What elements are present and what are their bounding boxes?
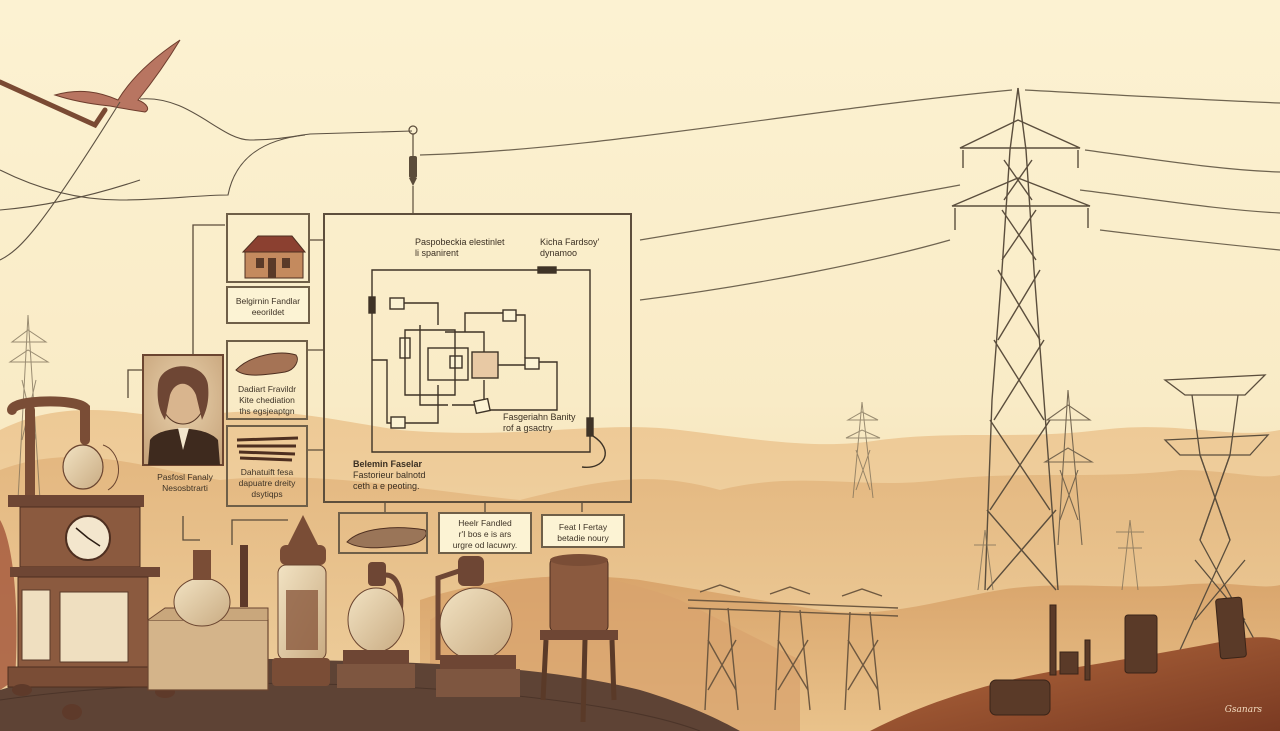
trestle-bridge	[687, 584, 899, 711]
house-caption: Belgirnin Fandlar eeorildet	[235, 296, 301, 317]
power-lines	[419, 89, 1280, 301]
bulb-lamp-1	[337, 562, 415, 688]
right-ground	[870, 637, 1280, 731]
specimen-drawing	[346, 527, 427, 549]
house-card	[226, 213, 310, 283]
tall-lamp-jar	[272, 515, 330, 686]
clock-apparatus	[7, 396, 179, 720]
circuit-diagram	[368, 266, 606, 468]
left-shrubs	[0, 520, 17, 690]
diagram-inner-label: Fasgeriahn Banity rof a gsactry	[503, 412, 576, 433]
transmission-tower-main	[951, 87, 1091, 591]
note-card-1: Heelr Fandled r'I bos e is ars urgre od …	[438, 512, 532, 554]
flask-on-box	[147, 545, 269, 691]
diagram-footer-caption: Belemin Faselar Fastorieur balnotd ceth …	[353, 459, 426, 491]
wires-caption: Dahatuift fesa dapuatre dreity dsytiqps	[238, 467, 296, 499]
diagram-title-right: Kicha Fardsoy' dynamoo	[540, 237, 600, 258]
artist-signature: Gsanars	[1224, 705, 1262, 715]
wire-bundle-drawing	[236, 436, 299, 462]
diagram-title-left: Paspobeckia elestinlet li spanirent	[415, 237, 505, 258]
canister-stool	[540, 554, 618, 723]
note-card-2: Feat I Fertay betadie noury	[541, 514, 625, 548]
insulator-coil	[408, 125, 418, 213]
bird-and-lever	[0, 39, 181, 129]
bulb-lamp-2	[435, 556, 520, 697]
wires-card: Dahatuift fesa dapuatre dreity dsytiqps	[226, 425, 308, 507]
note-card-2-text: Feat I Fertay betadie noury	[557, 522, 609, 543]
quill-bundle-drawing	[235, 352, 298, 376]
portrait-frame	[142, 354, 224, 466]
portrait-caption: Pasfosl Fanaly Nesosbtrarti	[157, 472, 213, 493]
dynamo-diagram-panel: Paspobeckia elestinlet li spanirent Kich…	[323, 213, 632, 503]
bird	[53, 39, 181, 113]
quill-caption: Dadiart Fravildr Kite chediation ths egs…	[237, 384, 297, 416]
quill-card: Dadiart Fravildr Kite chediation ths egs…	[226, 340, 308, 420]
transmission-tower-mid	[1043, 389, 1095, 546]
loose-wires	[0, 98, 413, 261]
right-machinery	[989, 596, 1247, 716]
note-card-1-text: Heelr Fandled r'I bos e is ars urgre od …	[452, 518, 518, 550]
transmission-tower-right	[1163, 374, 1270, 651]
specimen-card	[338, 512, 428, 554]
house-caption-card: Belgirnin Fandlar eeorildet	[226, 286, 310, 324]
house-drawing	[241, 235, 307, 279]
connector-lines	[127, 224, 583, 545]
